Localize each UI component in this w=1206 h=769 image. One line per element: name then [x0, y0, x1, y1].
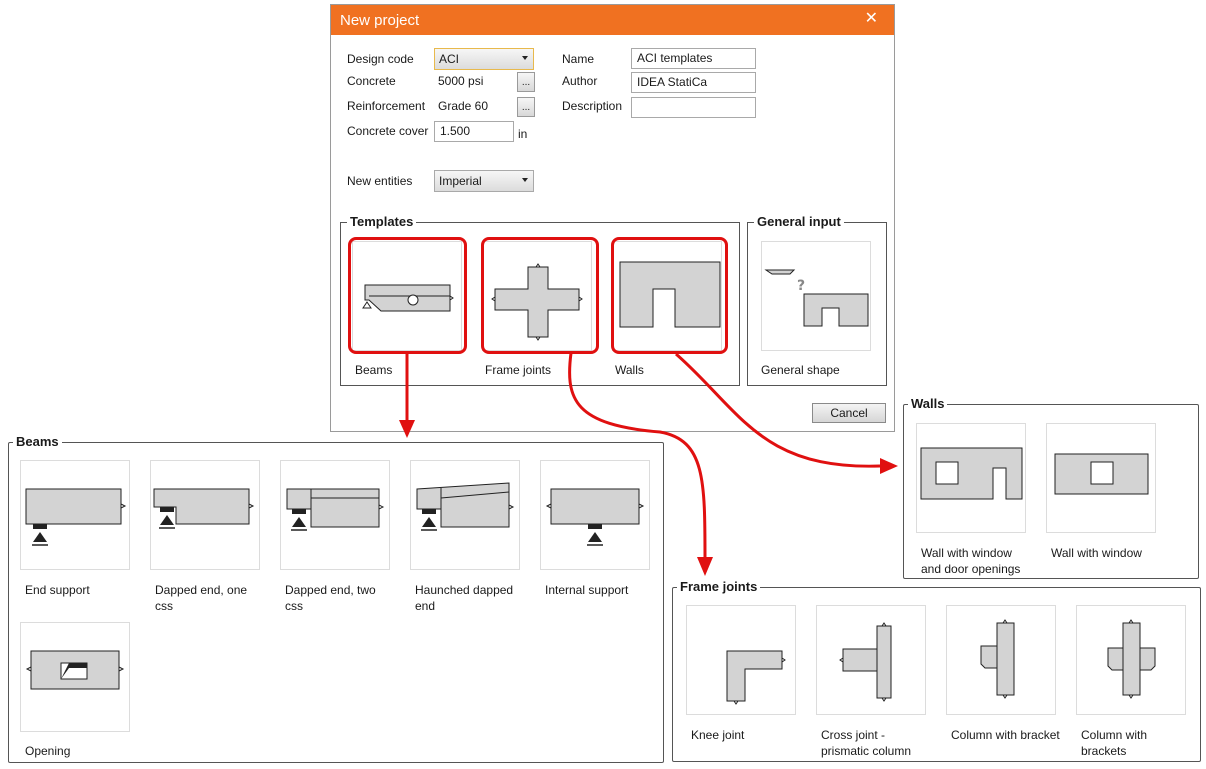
cover-label: Concrete cover — [347, 124, 429, 138]
beam-opening-label: Opening — [25, 744, 71, 758]
walls-highlight — [611, 237, 728, 354]
description-input[interactable] — [631, 97, 756, 118]
dialog-title: New project — [340, 12, 420, 29]
knee-joint-tile[interactable] — [686, 605, 796, 715]
wall-window-door-icon — [920, 447, 1023, 500]
haunched-dapped-end-icon — [416, 482, 515, 531]
template-walls-label: Walls — [615, 363, 644, 377]
wall-window-tile[interactable] — [1046, 423, 1156, 533]
svg-text:?: ? — [797, 278, 805, 294]
beam-end-support-tile[interactable] — [20, 460, 130, 570]
dapped-end-two-icon — [286, 488, 385, 531]
wall-window-icon — [1054, 453, 1149, 495]
column-brackets-icon — [1107, 619, 1156, 699]
beam-dapped-one-label: Dapped end, one css — [155, 583, 248, 613]
cross-joint-icon — [839, 622, 892, 702]
wall-window-door-label: Wall with window and door openings — [921, 546, 1021, 576]
frame-joints-highlight — [481, 237, 599, 354]
reinforcement-label: Reinforcement — [347, 99, 426, 113]
frame-joints-panel-title: Frame joints — [677, 579, 761, 595]
wall-window-door-tile[interactable] — [916, 423, 1026, 533]
wall-window-label: Wall with window — [1051, 546, 1142, 560]
chevron-down-icon — [522, 178, 528, 182]
walls-panel-title: Walls — [908, 396, 948, 412]
author-label: Author — [562, 74, 598, 88]
author-input[interactable]: IDEA StatiCa — [631, 72, 756, 93]
cross-joint-tile[interactable] — [816, 605, 926, 715]
cover-input[interactable]: 1.500 — [434, 121, 514, 142]
design-code-select[interactable]: ACI — [434, 48, 534, 70]
name-input[interactable]: ACI templates — [631, 48, 756, 69]
templates-group: Templates — [340, 214, 740, 386]
beam-internal-support-label: Internal support — [545, 583, 629, 597]
description-label: Description — [562, 99, 623, 113]
concrete-value: 5000 psi — [438, 74, 484, 88]
beams-panel-title: Beams — [13, 434, 62, 450]
beam-dapped-two-label: Dapped end, two css — [285, 583, 376, 613]
template-beams-label: Beams — [355, 363, 393, 377]
beam-internal-support-tile[interactable] — [540, 460, 650, 570]
internal-support-icon — [545, 488, 645, 546]
beam-dapped-one-tile[interactable] — [150, 460, 260, 570]
concrete-label: Concrete — [347, 74, 396, 88]
new-entities-select[interactable]: Imperial — [434, 170, 534, 192]
column-brackets-tile[interactable] — [1076, 605, 1186, 715]
cover-unit: in — [518, 127, 528, 141]
beam-haunched-tile[interactable] — [410, 460, 520, 570]
walls-icon — [619, 261, 721, 328]
column-bracket-tile[interactable] — [946, 605, 1056, 715]
name-label: Name — [562, 52, 595, 66]
beam-opening-tile[interactable] — [20, 622, 130, 732]
close-icon[interactable]: ✕ — [864, 10, 878, 27]
general-input-title: General input — [754, 214, 844, 230]
beam-dapped-two-tile[interactable] — [280, 460, 390, 570]
new-entities-value: Imperial — [439, 174, 482, 188]
dialog-titlebar: New project ✕ — [331, 5, 894, 35]
template-frame-joints-label: Frame joints — [485, 363, 552, 377]
new-entities-label: New entities — [347, 174, 413, 188]
end-support-icon — [25, 488, 127, 546]
chevron-down-icon — [522, 56, 528, 60]
concrete-browse-button[interactable]: ... — [517, 72, 535, 92]
knee-joint-label: Knee joint — [691, 728, 745, 742]
column-brackets-label: Column with brackets — [1081, 728, 1148, 758]
template-beams-tile[interactable] — [352, 241, 462, 351]
frame-joints-icon — [491, 263, 583, 341]
reinforcement-browse-button[interactable]: ... — [517, 97, 535, 117]
column-bracket-icon — [980, 619, 1015, 699]
design-code-label: Design code — [347, 52, 414, 66]
general-shape-label: General shape — [761, 363, 840, 377]
cross-joint-label: Cross joint - prismatic column — [821, 728, 912, 758]
beams-highlight — [348, 237, 467, 354]
new-project-dialog: New project ✕ Design code ACI Concrete 5… — [330, 4, 895, 432]
dapped-end-one-icon — [153, 488, 255, 529]
beam-end-support-label: End support — [25, 583, 90, 597]
general-shape-icon: ? — [764, 269, 869, 327]
column-bracket-label: Column with bracket — [951, 728, 1060, 742]
template-walls-tile[interactable] — [612, 241, 722, 351]
opening-icon — [25, 650, 125, 690]
reinforcement-value: Grade 60 — [438, 99, 489, 113]
beam-haunched-label: Haunched dapped end — [415, 583, 514, 613]
templates-title: Templates — [347, 214, 417, 230]
beams-icon — [362, 284, 454, 312]
design-code-value: ACI — [439, 52, 460, 66]
general-shape-tile[interactable]: ? — [761, 241, 871, 351]
cancel-button[interactable]: Cancel — [812, 403, 886, 423]
knee-joint-icon — [726, 650, 786, 705]
